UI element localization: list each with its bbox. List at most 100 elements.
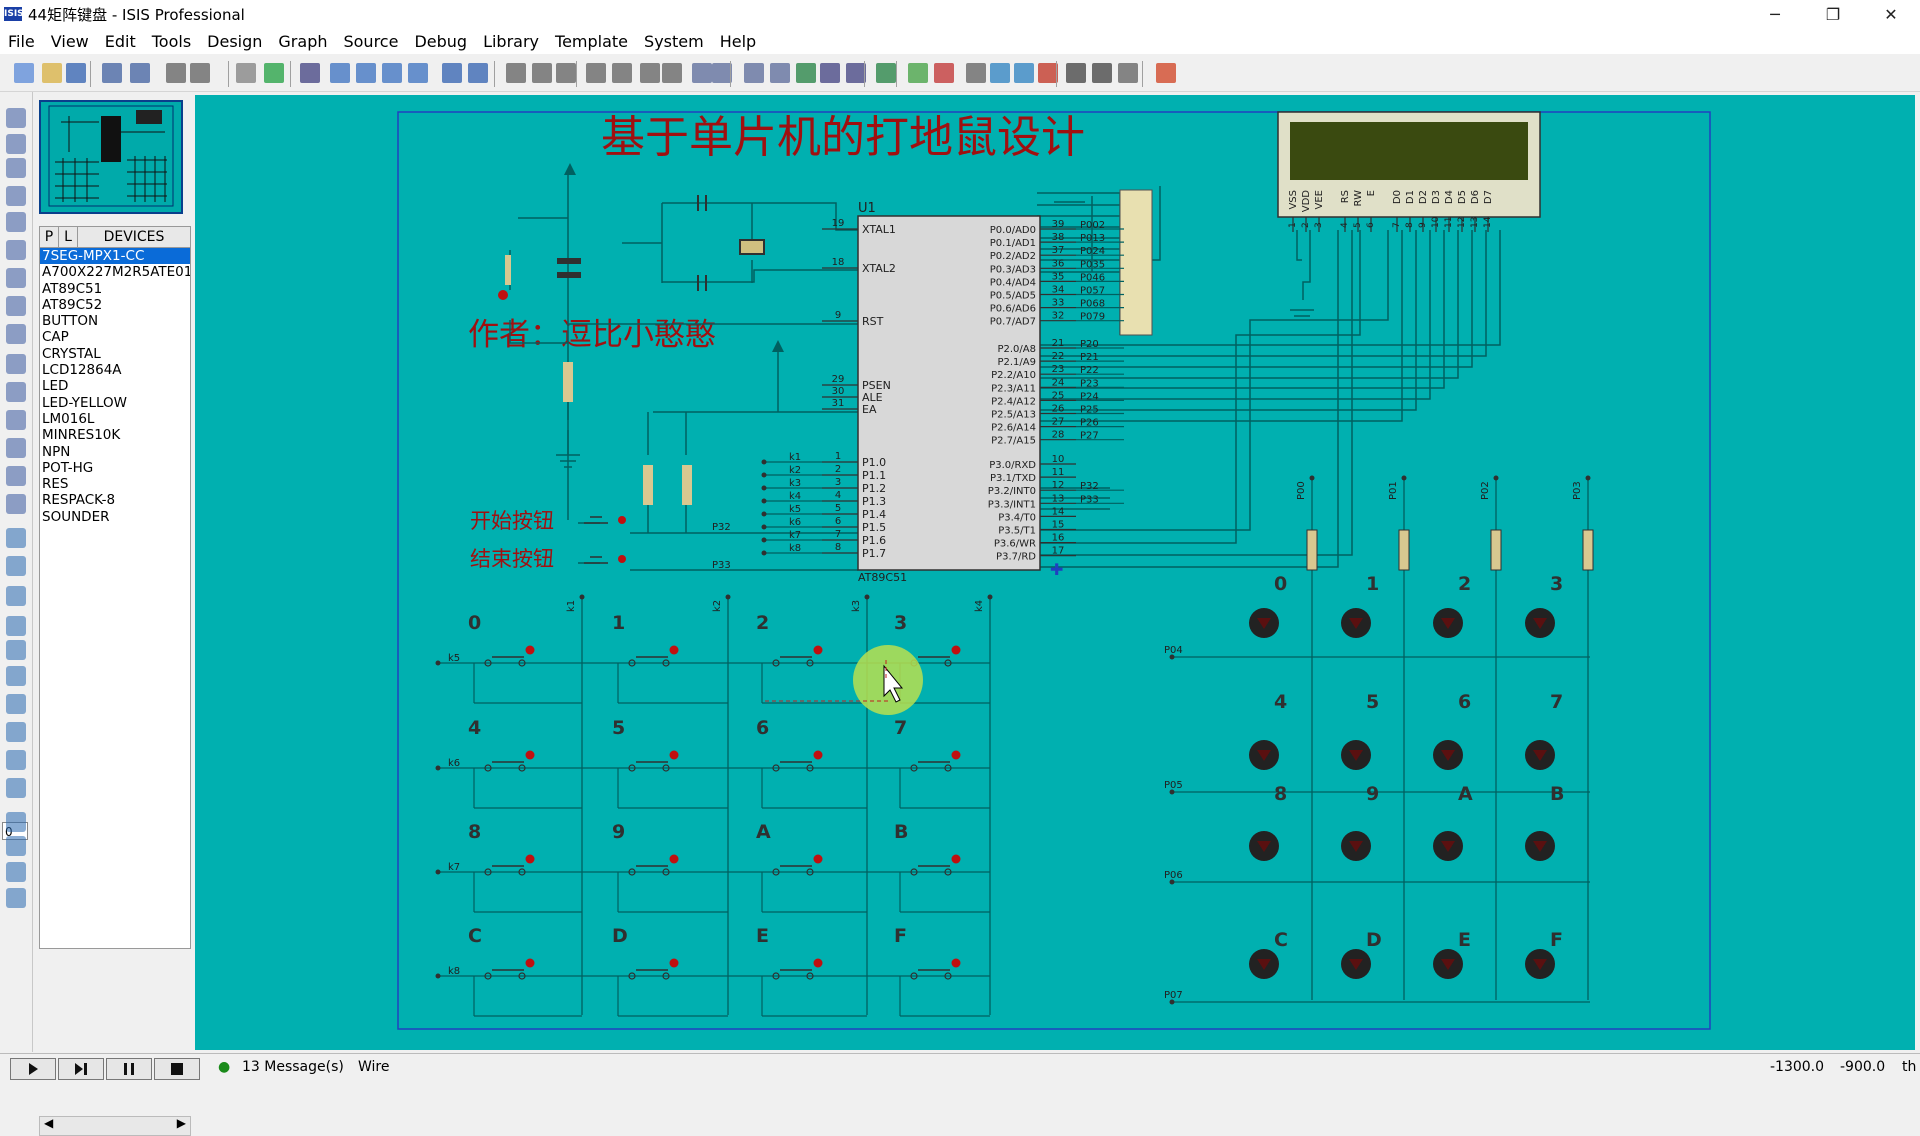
device-item[interactable]: MINRES10K: [42, 427, 121, 444]
mode-tool-icon[interactable]: [6, 382, 26, 402]
toolbar-button-icon[interactable]: [612, 63, 632, 83]
menu-source[interactable]: Source: [343, 31, 399, 51]
toolbar-button-icon[interactable]: [966, 63, 986, 83]
key-button[interactable]: [669, 750, 679, 760]
mode-tool-icon[interactable]: [6, 186, 26, 206]
toolbar-button-icon[interactable]: [330, 63, 350, 83]
toolbar-button-icon[interactable]: [532, 63, 552, 83]
devices-horizontal-scrollbar[interactable]: ◀ ▶: [39, 1116, 191, 1136]
toolbar-button-icon[interactable]: [934, 63, 954, 83]
toolbar-button-icon[interactable]: [356, 63, 376, 83]
mode-tool-icon[interactable]: [6, 268, 26, 288]
mode-tool-icon[interactable]: [6, 556, 26, 576]
device-item[interactable]: LCD12864A: [42, 362, 122, 379]
mode-tool-icon[interactable]: [6, 240, 26, 260]
toolbar-button-icon[interactable]: [712, 63, 732, 83]
toolbar-button-icon[interactable]: [876, 63, 896, 83]
close-button[interactable]: ✕: [1884, 4, 1898, 24]
toolbar-button-icon[interactable]: [990, 63, 1010, 83]
toolbar-button-icon[interactable]: [442, 63, 462, 83]
toolbar-button-icon[interactable]: [1038, 63, 1058, 83]
toolbar-button-icon[interactable]: [166, 63, 186, 83]
message-info-icon[interactable]: ●: [218, 1059, 231, 1075]
toolbar-button-icon[interactable]: [506, 63, 526, 83]
toolbar-button-icon[interactable]: [264, 63, 284, 83]
toolbar-button-icon[interactable]: [820, 63, 840, 83]
toolbar-button-icon[interactable]: [1118, 63, 1138, 83]
toolbar-button-icon[interactable]: [1156, 63, 1176, 83]
toolbar-button-icon[interactable]: [692, 63, 712, 83]
menu-edit[interactable]: Edit: [104, 31, 136, 51]
key-button[interactable]: [669, 645, 679, 655]
toolbar-button-icon[interactable]: [640, 63, 660, 83]
toolbar-button-icon[interactable]: [662, 63, 682, 83]
mode-tool-icon[interactable]: [6, 212, 26, 232]
toolbar-button-icon[interactable]: [468, 63, 488, 83]
minimize-button[interactable]: ─: [1770, 4, 1780, 24]
toolbar-button-icon[interactable]: [1014, 63, 1034, 83]
mode-tool-icon[interactable]: [6, 586, 26, 606]
device-item[interactable]: NPN: [42, 443, 71, 460]
tab-library-manager[interactable]: L: [59, 227, 78, 247]
key-button[interactable]: [951, 854, 961, 864]
mode-tool-icon[interactable]: [6, 862, 26, 882]
toolbar-button-icon[interactable]: [66, 63, 86, 83]
device-item[interactable]: POT-HG: [42, 459, 94, 476]
mode-tool-icon[interactable]: [6, 616, 26, 636]
mode-tool-icon[interactable]: [6, 410, 26, 430]
device-item[interactable]: CAP: [42, 329, 69, 346]
mode-tool-icon[interactable]: [6, 694, 26, 714]
toolbar-button-icon[interactable]: [1066, 63, 1086, 83]
mode-tool-icon[interactable]: [6, 158, 26, 178]
scroll-left-arrow-icon[interactable]: ◀: [44, 1116, 54, 1130]
key-button[interactable]: [951, 645, 961, 655]
mode-tool-icon[interactable]: [6, 812, 26, 832]
overview-preview[interactable]: [39, 100, 183, 214]
device-item[interactable]: RES: [42, 476, 69, 493]
schematic-canvas[interactable]: 基于单片机的打地鼠设计 作者：逗比小憨憨: [195, 95, 1915, 1050]
mode-tool-icon[interactable]: [6, 750, 26, 770]
menu-system[interactable]: System: [644, 31, 704, 51]
toolbar-button-icon[interactable]: [42, 63, 62, 83]
toolbar-button-icon[interactable]: [14, 63, 34, 83]
device-item-selected[interactable]: 7SEG-MPX1-CC: [40, 248, 190, 265]
key-button[interactable]: [813, 854, 823, 864]
menu-graph[interactable]: Graph: [278, 31, 328, 51]
device-item[interactable]: SOUNDER: [42, 508, 110, 525]
device-item[interactable]: RESPACK-8: [42, 492, 116, 509]
key-button[interactable]: [669, 958, 679, 968]
key-button[interactable]: [813, 958, 823, 968]
key-button[interactable]: [813, 750, 823, 760]
toolbar-button-icon[interactable]: [190, 63, 210, 83]
end-button-indicator[interactable]: [618, 555, 626, 563]
mode-tool-icon[interactable]: [6, 134, 26, 154]
menu-help[interactable]: Help: [719, 31, 757, 51]
stop-button[interactable]: [154, 1058, 200, 1080]
mode-tool-icon[interactable]: [6, 296, 26, 316]
mode-tool-icon[interactable]: [6, 778, 26, 798]
message-count[interactable]: 13 Message(s): [242, 1059, 344, 1075]
toolbar-button-icon[interactable]: [796, 63, 816, 83]
key-button[interactable]: [669, 854, 679, 864]
toolbar-button-icon[interactable]: [382, 63, 402, 83]
device-item[interactable]: CRYSTAL: [42, 345, 101, 362]
menu-debug[interactable]: Debug: [414, 31, 468, 51]
mode-tool-icon[interactable]: [6, 836, 26, 856]
play-button[interactable]: [10, 1058, 56, 1080]
tab-pick-devices[interactable]: P: [40, 227, 59, 247]
toolbar-button-icon[interactable]: [236, 63, 256, 83]
mcu-body[interactable]: [857, 215, 1041, 571]
toolbar-button-icon[interactable]: [586, 63, 606, 83]
key-button[interactable]: [525, 958, 535, 968]
device-item[interactable]: LED: [42, 378, 69, 395]
device-item[interactable]: LED-YELLOW: [42, 394, 128, 411]
device-item[interactable]: BUTTON: [42, 313, 99, 330]
menu-template[interactable]: Template: [555, 31, 629, 51]
toolbar-button-icon[interactable]: [102, 63, 122, 83]
mode-tool-icon[interactable]: [6, 324, 26, 344]
restore-button[interactable]: ❐: [1825, 4, 1841, 24]
toolbar-button-icon[interactable]: [744, 63, 764, 83]
menu-design[interactable]: Design: [207, 31, 263, 51]
toolbar-button-icon[interactable]: [908, 63, 928, 83]
toolbar-button-icon[interactable]: [846, 63, 866, 83]
